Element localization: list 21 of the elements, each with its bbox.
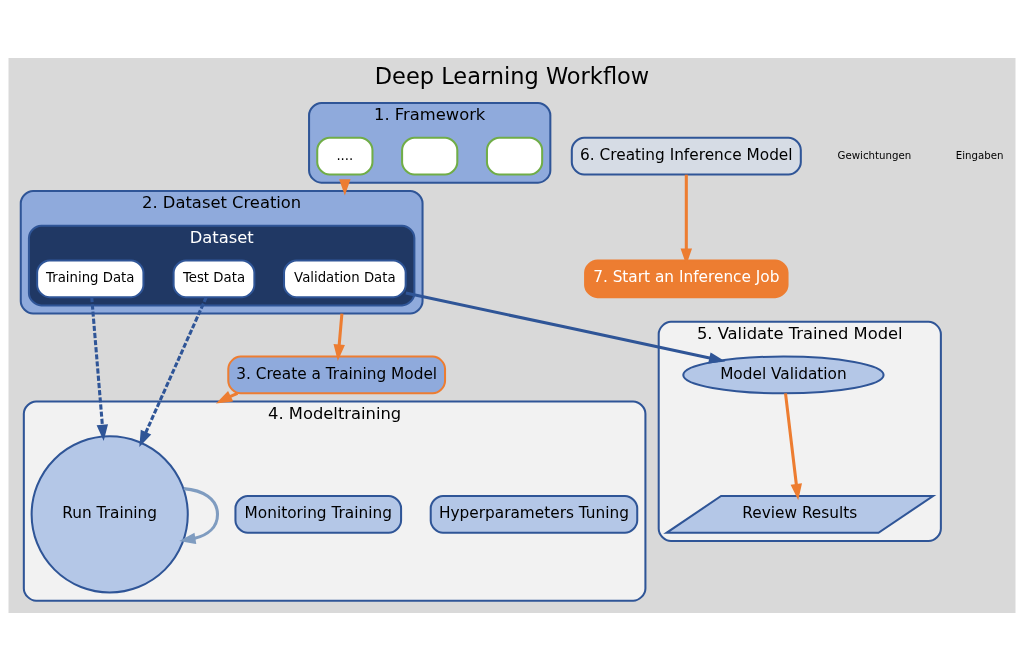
node-box: Validation Data [283, 259, 407, 299]
arrow [90, 297, 109, 442]
node-box: 3. Create a Training Model [227, 355, 447, 395]
node-box: 6. Creating Inference Model [570, 136, 802, 176]
arrow [405, 291, 726, 364]
arrow [179, 487, 220, 545]
node-box [485, 136, 544, 176]
node-box: Training Data [36, 259, 145, 299]
label: Eingaben [955, 149, 1004, 161]
node-ellipse: Model Validation [682, 355, 885, 395]
arrow [784, 393, 802, 501]
node-box [401, 136, 459, 176]
node-box: Test Data [172, 259, 256, 299]
node-box: Monitoring Training [234, 495, 403, 534]
node-box: .... [316, 136, 374, 176]
diagram-title: Deep Learning Workflow [374, 63, 650, 90]
node-box: 7. Start an Inference Job [584, 259, 789, 299]
node-circle: Run Training [30, 435, 189, 594]
arrow [333, 313, 345, 361]
label: Gewichtungen [837, 149, 912, 161]
node-box: Hyperparameters Tuning [429, 495, 639, 534]
